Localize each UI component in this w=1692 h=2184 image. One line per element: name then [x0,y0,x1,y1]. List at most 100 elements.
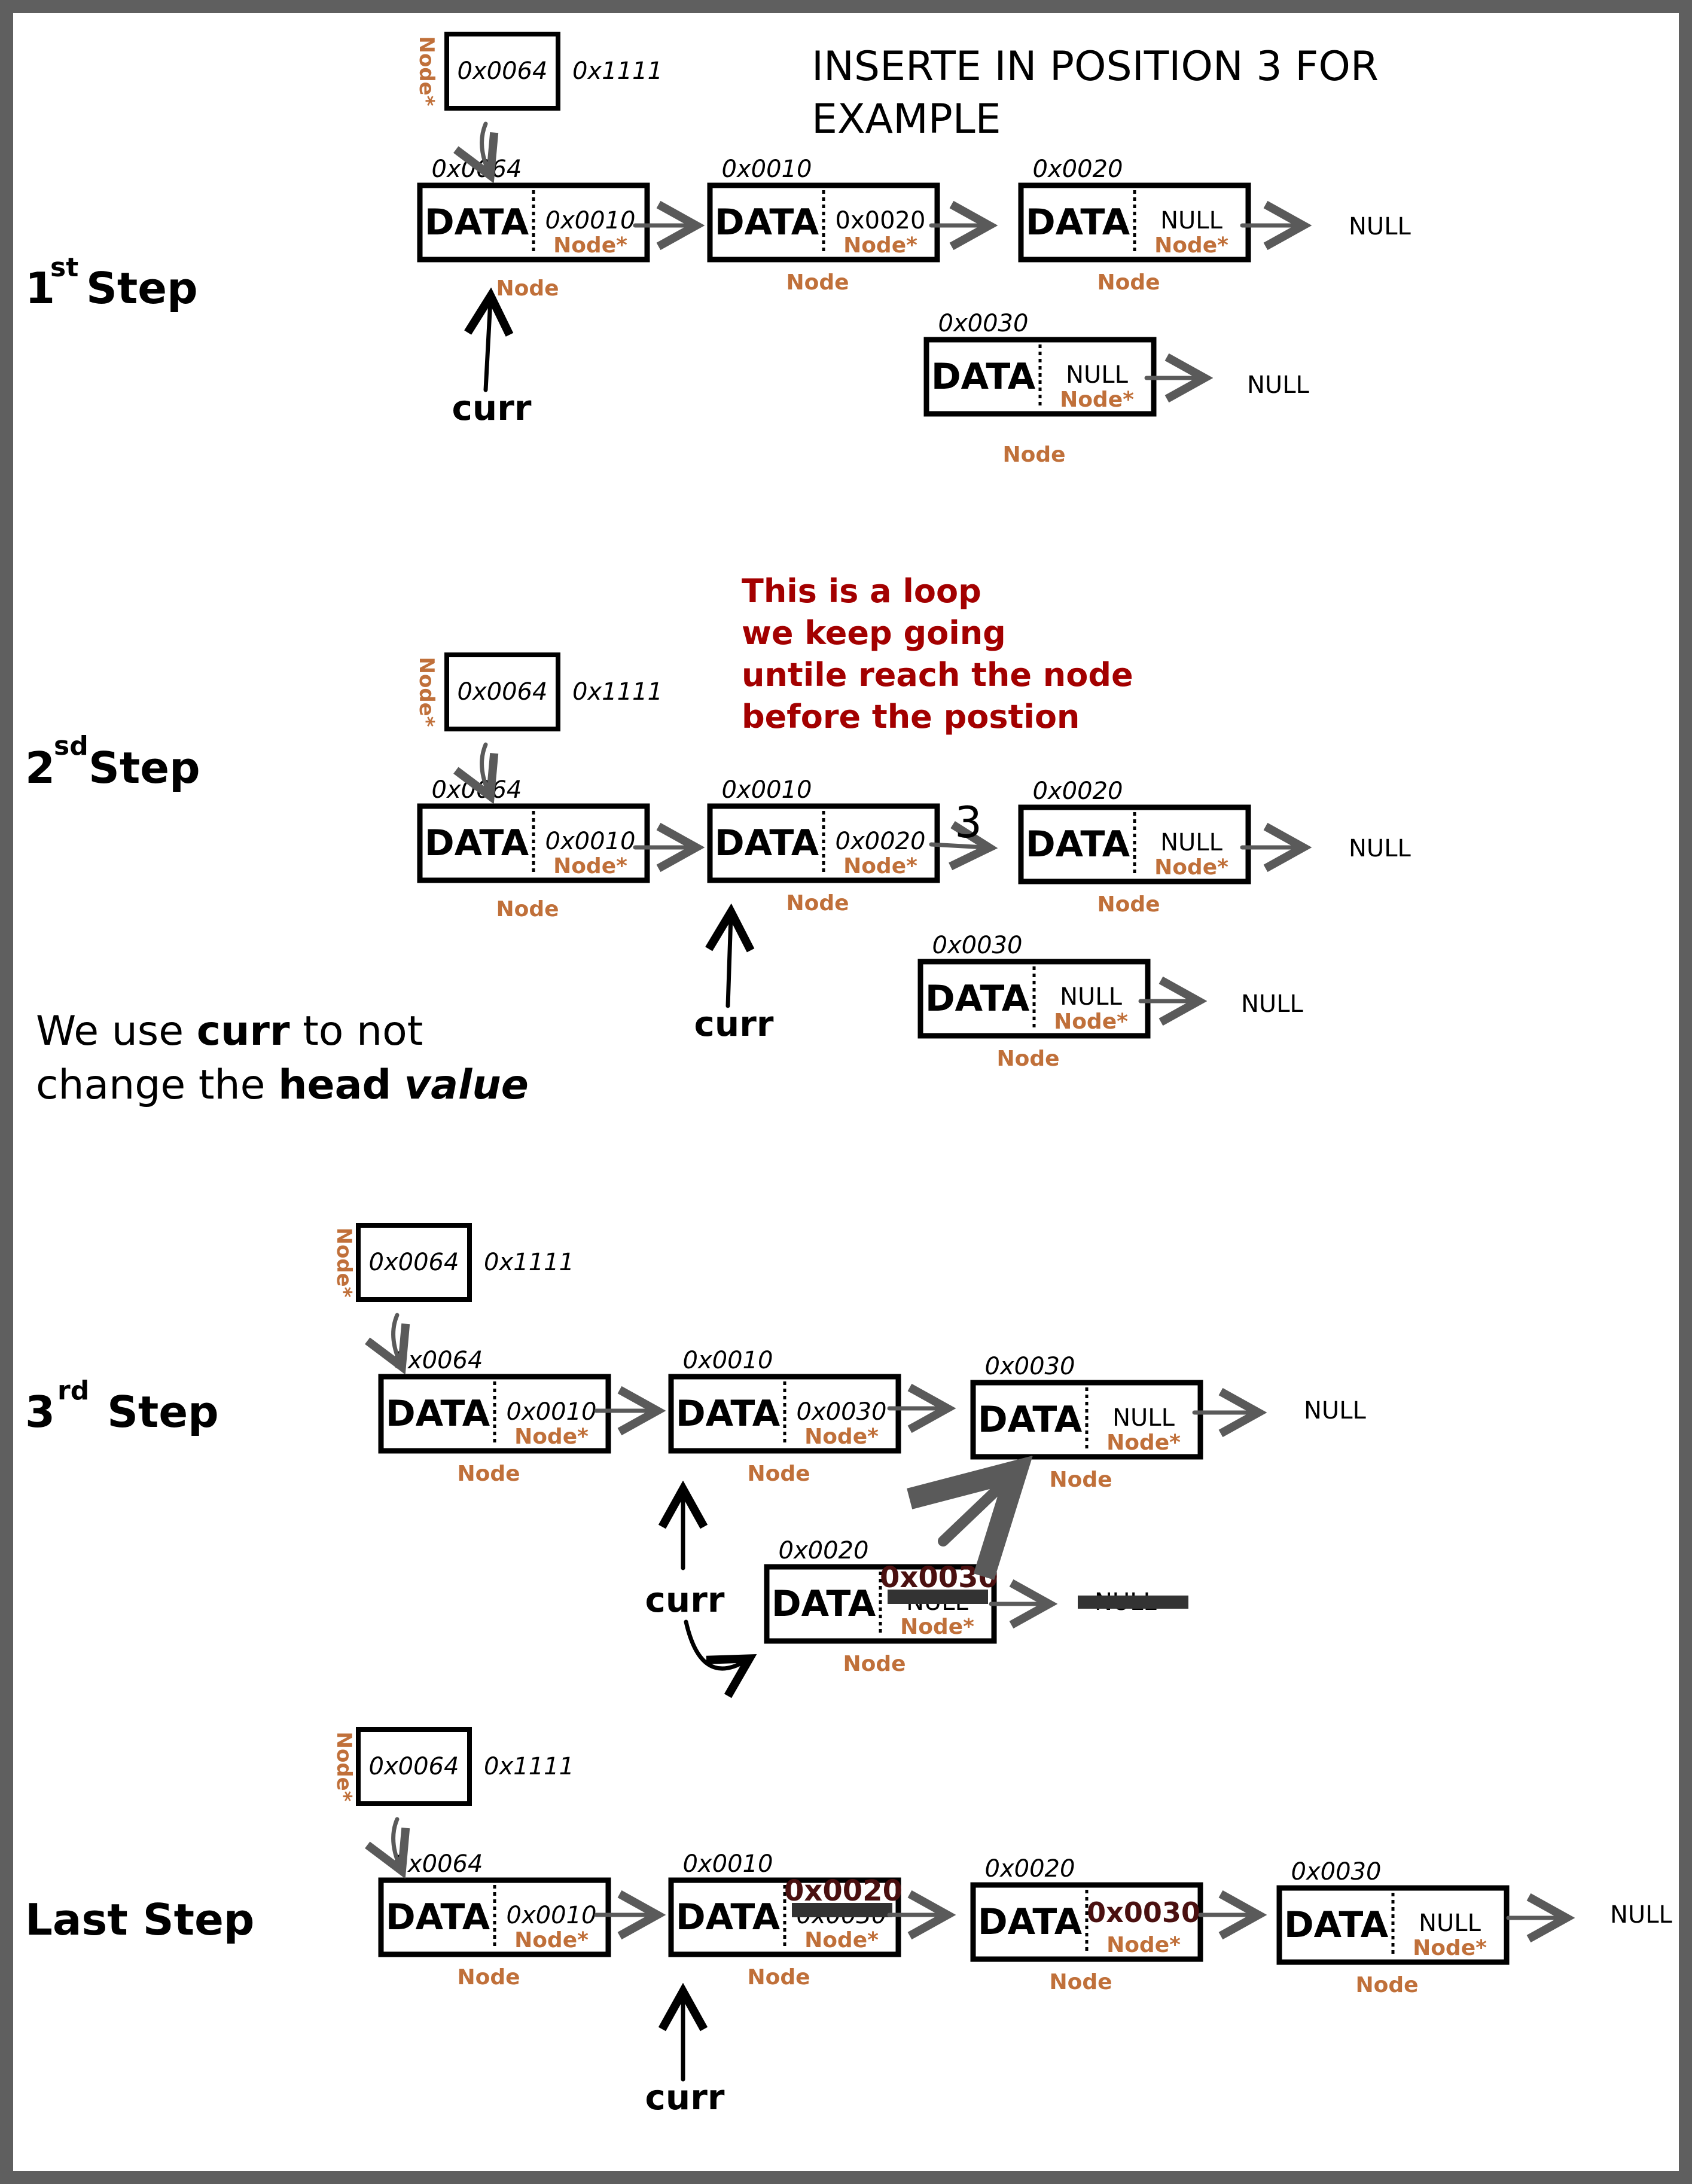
node-data-label: DATA [1026,202,1130,243]
node-address: 0x0030 [932,932,1023,959]
svg-text:0x0064: 0x0064 [458,57,548,85]
null-labels: NULL NULL NULL NULL NULL NULL [1241,213,1672,1929]
node-data-label: DATA [715,202,819,243]
node-data-label: DATA [715,822,819,864]
arrow-link [929,844,985,847]
nodes-layer: DATA0x00640x0010Node*NodeDATA0x00100x002… [378,155,1510,1997]
node-ptr-label: Node* [553,854,627,879]
node-ptr-label: Node* [1106,1430,1181,1455]
node-next-value: 0x0010 [507,1398,597,1426]
node-type-label: Node [843,1652,906,1676]
node-next-value: 0x0030 [797,1398,887,1426]
node-ptr-label: Node* [843,854,917,879]
curr-label: curr [645,2077,725,2118]
svg-text:Node*: Node* [414,657,438,727]
node-data-label: DATA [978,1399,1083,1441]
node-address: 0x0010 [722,776,812,804]
node-address: 0x0020 [1033,777,1123,805]
node-next-value: 0x0020 [836,207,926,234]
node-type-label: Node [786,270,849,295]
null-label: NULL [1349,835,1411,862]
svg-text:0x1111: 0x1111 [572,57,663,85]
node-address: 0x0010 [683,1850,773,1878]
node-address: 0x0010 [683,1347,773,1374]
node-data-label: DATA [772,1583,876,1625]
node-type-label: Node [457,1965,520,1990]
step-1-label: 1 st Step [25,252,198,313]
loop-note: This is a loop we keep going untile reac… [742,572,1133,736]
curr-arrow [486,300,490,392]
svg-text:This is a loop: This is a loop [742,572,981,610]
arrow-head-to-node [394,1313,400,1363]
node-address: 0x0064 [393,1347,483,1374]
head-pointer-4: 0x0064 0x1111 Node* [332,1727,574,1806]
node-data-label: DATA [676,1393,781,1435]
arrow-head-to-node [394,1817,400,1867]
svg-text:0x1111: 0x1111 [484,1249,574,1276]
node-type-label: Node [496,276,559,301]
svg-text:Step: Step [86,263,198,313]
arrow-new-link [943,1478,1009,1541]
node-address: 0x0030 [938,310,1029,337]
svg-text:st: st [50,252,78,283]
node-ptr-label: Node* [1054,1009,1128,1034]
node-ptr-label: Node* [1413,1936,1487,1960]
node-data-label: DATA [676,1896,781,1938]
curr-arrow [684,1619,746,1668]
node-type-label: Node [996,1047,1059,1071]
step-last-label: Last Step [25,1895,254,1945]
node-next-value: 0x0010 [507,1902,597,1929]
node-type-label: Node [496,897,559,922]
node-ptr-label: Node* [804,1928,879,1953]
null-label: NULL [1610,1901,1672,1929]
node-address: 0x0064 [432,155,522,183]
node-type-label: Node [457,1462,520,1486]
null-label: NULL [1349,213,1411,240]
head-pointer-2: 0x0064 0x1111 Node* [414,652,663,731]
node-data-label: DATA [386,1393,490,1435]
step-3-label: 3 rd Step [25,1375,219,1437]
node-address: 0x0010 [722,155,812,183]
arrows-layer [394,121,1562,1918]
node-address: 0x0064 [432,776,522,804]
svg-text:1: 1 [25,263,55,313]
node-data-label: DATA [978,1901,1083,1943]
step-2-label: 2 sd Step [25,731,200,793]
null-label: NULL [1241,990,1303,1018]
node-ptr-label: Node* [553,233,627,258]
svg-text:Node*: Node* [414,36,438,106]
node-type-label: Node [1097,892,1160,917]
node-type-label: Node [1049,1468,1112,1492]
svg-text:before the postion: before the postion [742,698,1080,736]
node-next-value: 0x0010 [545,207,636,234]
node-data-label: DATA [425,822,529,864]
node-address: 0x0020 [985,1855,1075,1883]
node-type-label: Node [1002,443,1065,467]
node-overwrite-value: 0x0030 [880,1561,998,1594]
node-address: 0x0030 [1291,1858,1382,1886]
node-ptr-label: Node* [1154,855,1228,880]
position-marker: 3 [955,797,982,847]
svg-text:0x0064: 0x0064 [458,678,548,706]
curr-note: We use curr to not change the head value [36,1008,529,1109]
node-data-label: DATA [386,1896,490,1938]
node-overwrite-value: 0x0020 [784,1874,903,1908]
node-address: 0x0030 [985,1353,1075,1380]
node-next-value: NULL [1160,207,1222,234]
node-data-label: DATA [1284,1904,1389,1946]
head-pointer-1: 0x0064 0x1111 Node* [414,32,663,111]
svg-text:Node*: Node* [332,1732,356,1802]
svg-text:change the head value: change the head value [36,1062,529,1109]
node-next-value: NULL [1112,1404,1175,1432]
node-next-value: NULL [1060,983,1122,1011]
node-type-label: Node [786,891,849,916]
